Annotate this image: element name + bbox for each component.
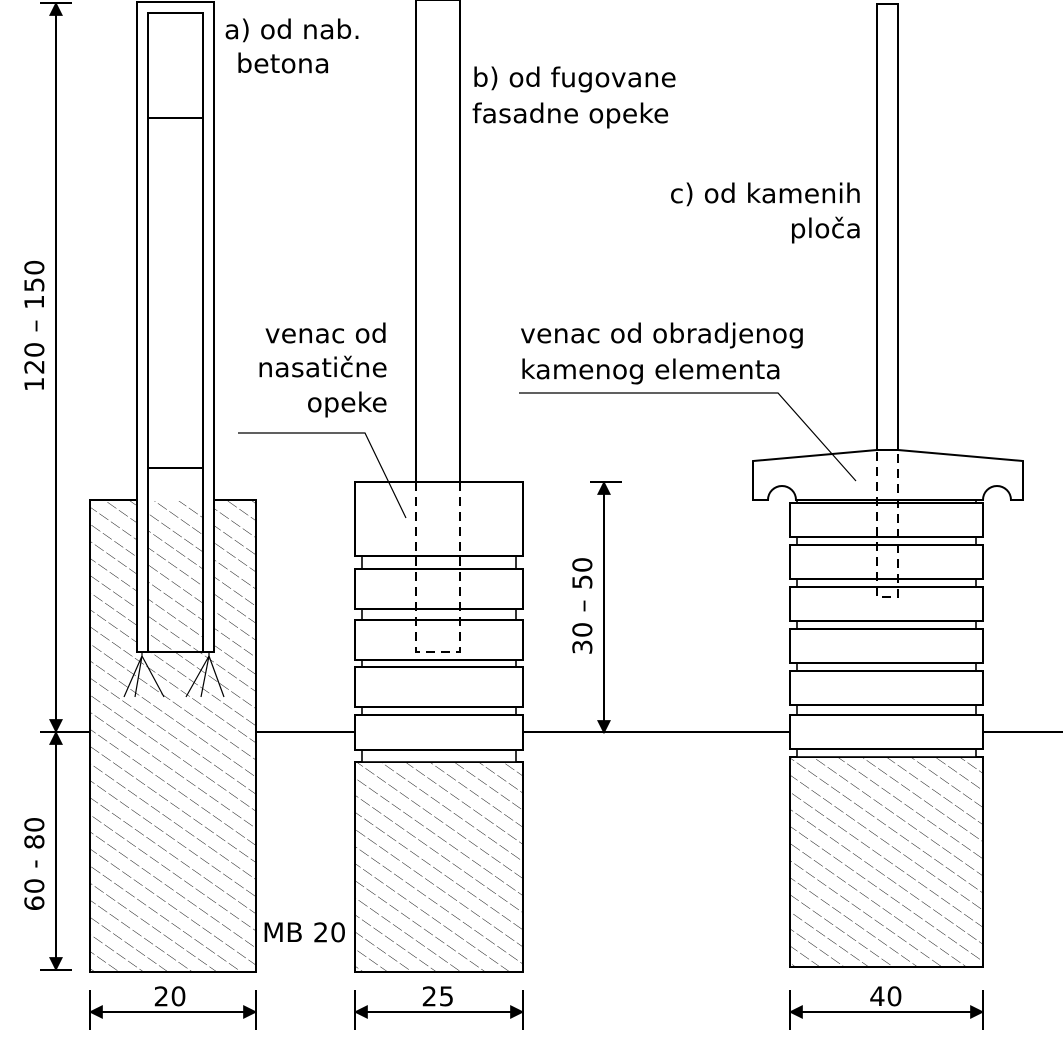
dim-label-width-a: 20 xyxy=(153,982,187,1013)
stone-plate xyxy=(789,544,984,580)
dimension-width-c xyxy=(788,990,985,1030)
pillar-b xyxy=(354,0,524,973)
pillar-a xyxy=(89,1,257,973)
stone-plate xyxy=(789,670,984,706)
stone-plate xyxy=(789,628,984,664)
dimension-cap-height xyxy=(590,480,622,735)
dim-label-width-c: 40 xyxy=(869,982,903,1013)
dimension-depth xyxy=(40,730,72,972)
label-venac-b-line1: venac od xyxy=(265,319,388,350)
label-material: MB 20 xyxy=(262,918,347,949)
label-c-line2: ploča xyxy=(789,214,862,245)
foundation-b xyxy=(354,761,524,973)
label-venac-b-line2: nasatične xyxy=(257,353,388,384)
label-c-line1: c) od kamenih xyxy=(669,179,862,210)
stone-plate xyxy=(789,714,984,750)
dimension-width-a xyxy=(88,990,258,1030)
stone-plate xyxy=(789,502,984,538)
label-venac-c-line1: venac od obradjenog xyxy=(520,319,805,350)
label-venac-b-line3: opeke xyxy=(306,388,388,419)
dimension-width-b xyxy=(353,990,525,1030)
dim-label-width-b: 25 xyxy=(421,982,455,1013)
pillar-c xyxy=(752,3,1024,968)
anchor-rods-a xyxy=(123,652,225,698)
post-c xyxy=(876,3,899,451)
label-a-line1: a) od nab. xyxy=(224,15,361,46)
label-venac-c-line2: kamenog elementa xyxy=(520,355,782,386)
leader-venac-b xyxy=(238,432,407,519)
post-b xyxy=(415,0,461,483)
label-b-line2: fasadne opeke xyxy=(472,99,670,130)
brick-course xyxy=(354,568,524,610)
label-b-line1: b) od fugovane xyxy=(472,63,677,94)
leader-venac-c xyxy=(519,392,857,482)
brick-course xyxy=(354,619,524,661)
cap-b-brick-on-edge xyxy=(354,481,524,557)
cap-c-stone-coping xyxy=(752,449,1024,501)
dim-label-depth: 60 - 80 xyxy=(20,816,51,912)
foundation-c xyxy=(789,756,984,968)
brick-course xyxy=(354,666,524,708)
stone-plate xyxy=(789,586,984,622)
label-a-line2: betona xyxy=(236,49,331,80)
brick-course xyxy=(354,714,524,751)
dim-label-cap-height: 30 – 50 xyxy=(568,556,599,655)
dim-label-height-above: 120 – 150 xyxy=(20,259,51,393)
